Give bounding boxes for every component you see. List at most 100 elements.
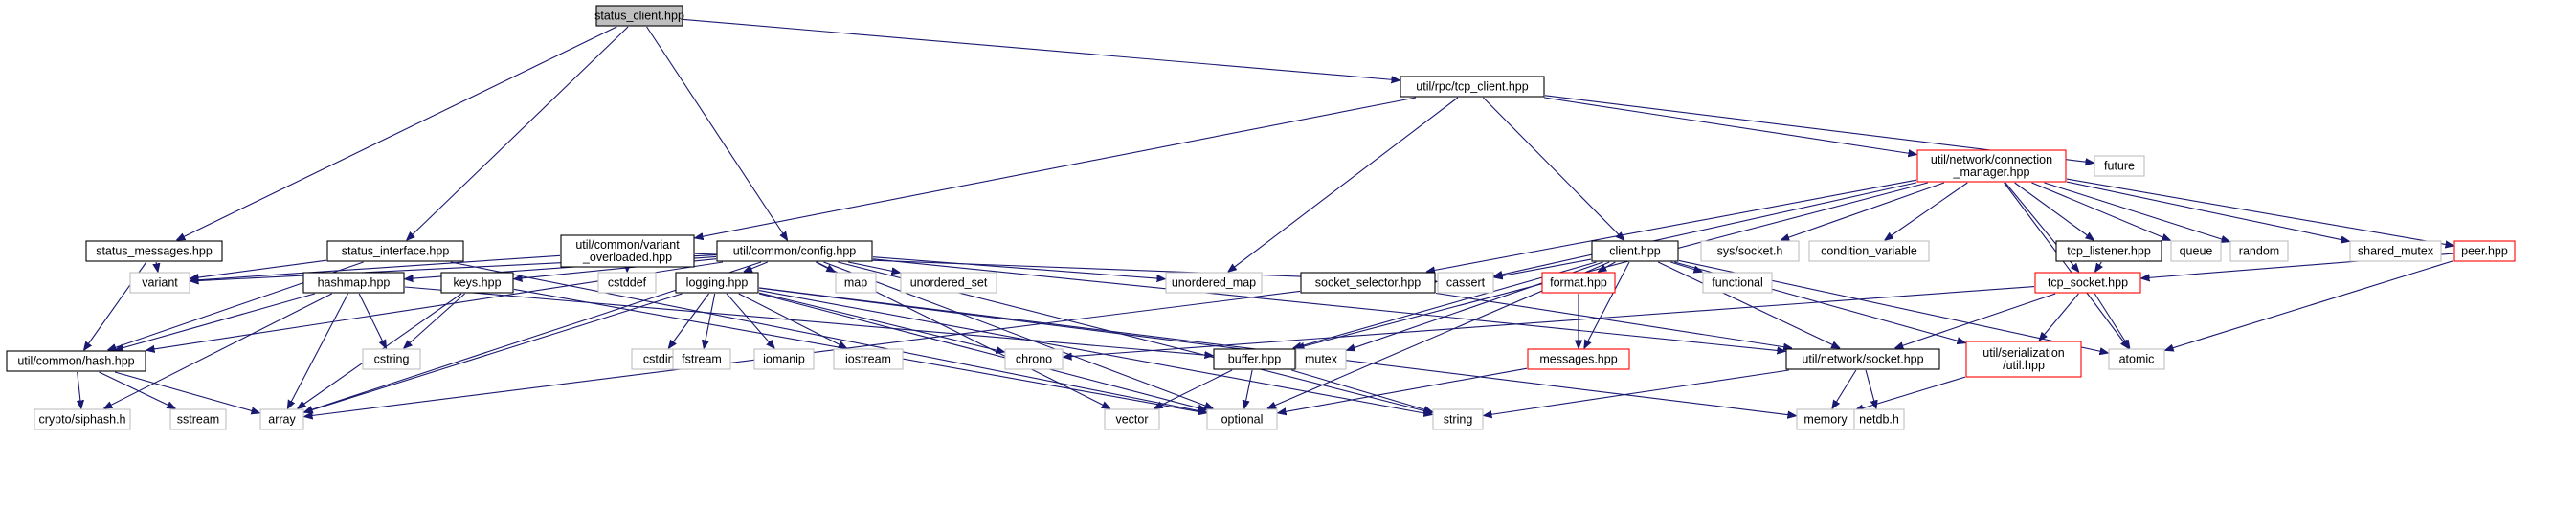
- edge-connection_manager-to-shared_mutex: [2066, 181, 2349, 241]
- node-functional: functional: [1702, 272, 1773, 294]
- node-box-array: [259, 408, 304, 430]
- node-label-serialization_util-line-1: util/serialization: [1982, 346, 2065, 360]
- node-iostream: iostream: [833, 348, 904, 370]
- node-box-buffer: [1213, 348, 1296, 370]
- node-unordered_map: unordered_map: [1165, 272, 1263, 294]
- edge-connection_manager-to-peer: [2066, 178, 2453, 246]
- node-config[interactable]: util/common/config.hpp: [716, 240, 873, 262]
- node-box-hash: [6, 350, 146, 372]
- node-client[interactable]: client.hpp: [1591, 240, 1679, 262]
- node-tcp_client[interactable]: util/rpc/tcp_client.hpp: [1400, 76, 1545, 98]
- edge-client-to-network_socket: [1657, 261, 1840, 348]
- edge-hash-to-sstream: [99, 371, 176, 408]
- node-box-map: [835, 272, 877, 294]
- node-status_messages[interactable]: status_messages.hpp: [85, 240, 223, 262]
- edge-network_socket-to-netdb: [1865, 369, 1876, 408]
- edge-hash-to-siphash: [78, 371, 81, 408]
- edge-client-to-messages: [1584, 261, 1630, 348]
- edge-connection_manager-to-atomic: [2004, 182, 2129, 348]
- node-cstddef: cstddef: [597, 272, 657, 294]
- node-label-tcp_listener: tcp_listener.hpp: [2067, 245, 2151, 258]
- node-cstring: cstring: [362, 348, 421, 370]
- node-label-variant_overloaded-line-2: _overloaded.hpp: [582, 251, 672, 264]
- node-box-sstream: [169, 408, 227, 430]
- node-label-cassert: cassert: [1446, 276, 1486, 290]
- node-label-logging: logging.hpp: [686, 276, 749, 290]
- node-hash[interactable]: util/common/hash.hpp: [6, 350, 146, 372]
- edge-status_client-to-status_messages: [177, 26, 617, 240]
- node-label-connection_manager-line-1: util/network/connection: [1931, 153, 2052, 166]
- edge-tcp_client-to-client: [1483, 97, 1624, 240]
- node-box-logging: [675, 272, 759, 294]
- node-label-siphash: crypto/siphash.h: [38, 413, 125, 427]
- node-peer[interactable]: peer.hpp: [2453, 240, 2516, 262]
- edge-tcp_socket-to-atomic: [2094, 293, 2129, 348]
- node-label-fstream: fstream: [682, 353, 722, 366]
- edge-tcp_listener-to-tcp_socket: [2095, 261, 2102, 272]
- node-cassert: cassert: [1437, 272, 1494, 294]
- node-siphash: crypto/siphash.h: [34, 408, 131, 430]
- node-label-iomanip: iomanip: [763, 353, 805, 366]
- node-network_socket[interactable]: util/network/socket.hpp: [1785, 348, 1940, 370]
- node-status_interface[interactable]: status_interface.hpp: [326, 240, 464, 262]
- edge-hash-to-array: [114, 371, 259, 413]
- node-box-hashmap: [302, 272, 405, 294]
- node-label-memory: memory: [1803, 413, 1848, 427]
- node-label-status_messages: status_messages.hpp: [96, 245, 213, 258]
- node-label-connection_manager-line-2: _manager.hpp: [1953, 165, 2030, 179]
- node-box-tcp_listener: [2055, 240, 2162, 262]
- node-keys[interactable]: keys.hpp: [440, 272, 514, 294]
- node-box-shared_mutex: [2349, 240, 2442, 262]
- node-box-network_socket: [1785, 348, 1940, 370]
- edge-tcp_client-to-connection_manager: [1544, 97, 1916, 155]
- node-connection_manager[interactable]: util/network/connection_manager.hpp: [1916, 149, 2067, 183]
- node-label-variant_overloaded-line-1: util/common/variant: [575, 238, 680, 252]
- node-box-functional: [1702, 272, 1773, 294]
- node-map: map: [835, 272, 877, 294]
- edge-logging-to-iomanip: [726, 293, 774, 348]
- edge-config-to-logging: [744, 261, 769, 272]
- file-nodes: status_client.hpputil/rpc/tcp_client.hpp…: [6, 5, 2516, 430]
- node-label-queue: queue: [2180, 245, 2213, 258]
- node-variant: variant: [129, 272, 190, 294]
- edge-logging-to-cstdint: [669, 293, 709, 348]
- node-buffer[interactable]: buffer.hpp: [1213, 348, 1296, 370]
- node-socket_selector[interactable]: socket_selector.hpp: [1300, 272, 1436, 294]
- node-box-atomic: [2108, 348, 2165, 370]
- node-logging[interactable]: logging.hpp: [675, 272, 759, 294]
- node-memory: memory: [1796, 408, 1855, 430]
- node-box-vector: [1104, 408, 1160, 430]
- node-box-future: [2094, 155, 2145, 177]
- edge-buffer-to-vector: [1154, 369, 1233, 408]
- node-label-sys_socket: sys/socket.h: [1717, 245, 1783, 258]
- node-label-network_socket: util/network/socket.hpp: [1802, 353, 1923, 366]
- edge-tcp_client-to-variant_overloaded: [695, 97, 1417, 238]
- node-label-shared_mutex: shared_mutex: [2358, 245, 2434, 258]
- node-label-cstdint: cstdint: [643, 353, 679, 366]
- node-serialization_util[interactable]: util/serialization/util.hpp: [1965, 341, 2082, 378]
- node-label-keys: keys.hpp: [453, 276, 501, 290]
- node-label-random: random: [2239, 245, 2279, 258]
- edge-connection_manager-to-sys_socket: [1781, 182, 1945, 240]
- node-format[interactable]: format.hpp: [1541, 272, 1616, 294]
- edge-logging-to-chrono: [758, 292, 1004, 352]
- edge-hashmap-to-buffer: [404, 286, 1213, 356]
- node-tcp_socket[interactable]: tcp_socket.hpp: [2034, 272, 2141, 294]
- edge-hashmap-to-array: [288, 293, 348, 408]
- node-label-status_interface: status_interface.hpp: [342, 245, 450, 258]
- node-hashmap[interactable]: hashmap.hpp: [302, 272, 405, 294]
- node-label-future: future: [2104, 160, 2135, 173]
- node-box-tcp_socket: [2034, 272, 2141, 294]
- node-box-mutex: [1295, 348, 1347, 370]
- node-tcp_listener[interactable]: tcp_listener.hpp: [2055, 240, 2162, 262]
- node-variant_overloaded[interactable]: util/common/variant_overloaded.hpp: [560, 234, 695, 268]
- node-vector: vector: [1104, 408, 1160, 430]
- node-box-config: [716, 240, 873, 262]
- node-messages[interactable]: messages.hpp: [1527, 348, 1630, 370]
- edge-logging-to-string: [758, 290, 1432, 415]
- edge-network_socket-to-memory: [1832, 369, 1857, 408]
- edge-tcp_socket-to-network_socket: [1895, 293, 2056, 348]
- node-box-connection_manager: [1916, 149, 2067, 183]
- node-box-sys_socket: [1700, 240, 1800, 262]
- node-box-iomanip: [753, 348, 815, 370]
